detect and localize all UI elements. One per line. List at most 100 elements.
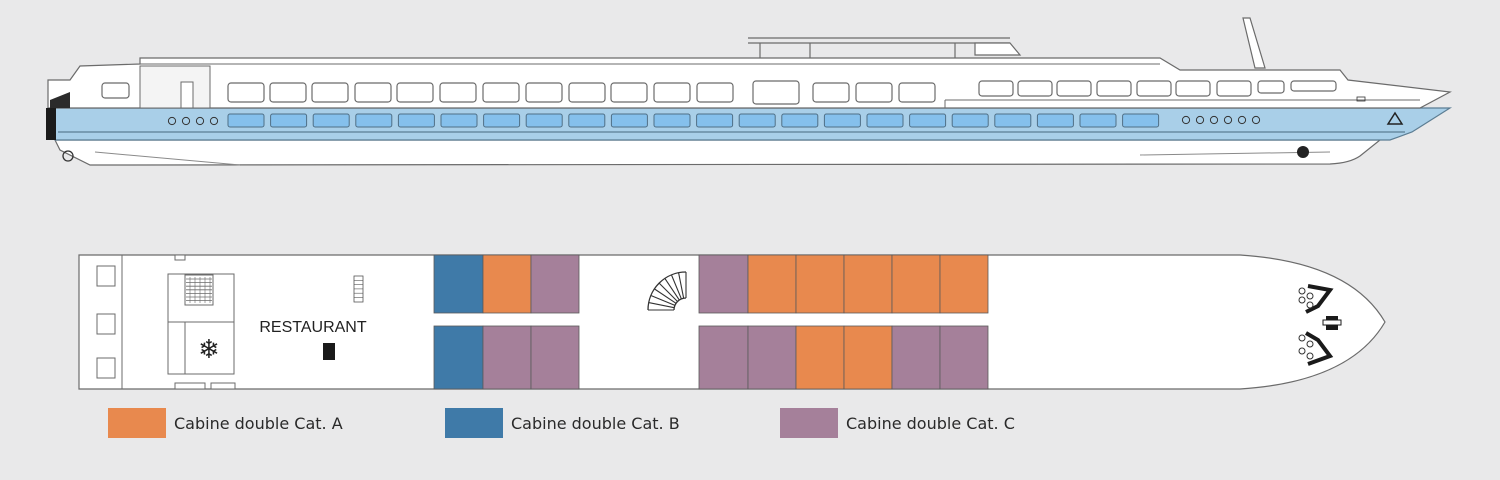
cabin-bottom-cat-c — [530, 325, 580, 390]
cabin-bottom-cat-c — [698, 325, 749, 390]
buffet-rack — [353, 275, 364, 303]
upper-window — [978, 80, 1014, 97]
upper-window — [269, 82, 307, 103]
lower-window — [270, 113, 308, 128]
snowflake-icon: ❄ — [198, 335, 220, 365]
stair-tread — [648, 302, 675, 309]
lower-window — [610, 113, 648, 128]
lower-window — [525, 113, 563, 128]
galley — [167, 254, 236, 390]
cabin-top-cat-a — [843, 254, 893, 314]
legend-item-cat-b: Cabine double Cat. B — [445, 407, 680, 439]
cabin-top-cat-a — [939, 254, 989, 314]
stair-tread — [654, 288, 677, 304]
stair-inner — [673, 297, 687, 311]
porthole — [209, 116, 219, 126]
restaurant-label: RESTAURANT — [259, 319, 366, 336]
upper-window — [1257, 80, 1285, 94]
stair-tread — [658, 282, 678, 302]
lower-window — [823, 113, 861, 128]
upper-window — [1096, 80, 1132, 97]
legend-label-cat-b: Cabine double Cat. B — [511, 413, 680, 433]
legend-item-cat-a: Cabine double Cat. A — [108, 407, 343, 439]
porthole — [1209, 115, 1219, 125]
lower-window — [483, 113, 521, 128]
legend-swatch-cat-b — [445, 408, 503, 438]
upper-window — [898, 82, 936, 103]
cabin-top-cat-b — [433, 254, 484, 314]
stair-tread — [678, 272, 685, 299]
legend-swatch-cat-a — [108, 408, 166, 438]
cabin-top-cat-a — [747, 254, 797, 314]
upper-window — [653, 82, 691, 103]
legend-label-cat-a: Cabine double Cat. A — [174, 413, 343, 433]
cabin-bottom-cat-c — [939, 325, 989, 390]
cabin-bottom-cat-c — [891, 325, 941, 390]
upper-window — [1136, 80, 1172, 97]
upper-window — [396, 82, 434, 103]
cabin-top-cat-a — [795, 254, 845, 314]
mast — [1242, 17, 1266, 69]
ship-side-view — [46, 17, 1453, 166]
legend-label-cat-c: Cabine double Cat. C — [846, 413, 1015, 433]
lower-window — [397, 113, 435, 128]
upper-window — [354, 82, 392, 103]
lower-window — [866, 113, 904, 128]
upper-windows — [227, 80, 1337, 105]
lower-window — [738, 113, 776, 128]
upper-window — [812, 82, 850, 103]
porthole — [1251, 115, 1261, 125]
upper-window — [855, 82, 893, 103]
upper-window — [525, 82, 563, 103]
upper-window — [311, 82, 349, 103]
porthole — [167, 116, 177, 126]
bow-equipment — [1298, 284, 1342, 366]
lower-window — [355, 113, 393, 128]
upper-window — [696, 82, 734, 103]
galley-stairs — [186, 277, 212, 303]
upper-window — [1290, 80, 1337, 92]
stair-tread — [670, 274, 682, 300]
cabin-bottom-cat-a — [843, 325, 893, 390]
cabin-bottom-cat-c — [747, 325, 797, 390]
lower-window — [994, 113, 1032, 128]
upper-window — [752, 80, 800, 105]
upper-window — [1056, 80, 1092, 97]
porthole — [195, 116, 205, 126]
lower-window — [227, 113, 265, 128]
upper-window — [1017, 80, 1053, 97]
upper-window — [482, 82, 520, 103]
lower-window — [696, 113, 734, 128]
upper-window — [1175, 80, 1211, 97]
porthole — [1195, 115, 1205, 125]
cabin-top-cat-a — [482, 254, 532, 314]
anchor-icon — [1297, 146, 1309, 158]
cabin-top-cat-c — [530, 254, 580, 314]
propeller-icon — [62, 150, 74, 162]
lower-window — [1122, 113, 1160, 128]
spiral-staircase — [647, 271, 687, 311]
porthole — [1223, 115, 1233, 125]
lower-window — [951, 113, 989, 128]
sun-deck-railing — [748, 37, 1022, 58]
lower-window — [909, 113, 947, 128]
lower-window — [1079, 113, 1117, 128]
porthole — [1237, 115, 1247, 125]
upper-window — [439, 82, 477, 103]
stair-tread — [650, 294, 676, 306]
lower-window — [781, 113, 819, 128]
deck-outline — [78, 254, 1386, 390]
legend-item-cat-c: Cabine double Cat. C — [780, 407, 1015, 439]
upper-window — [1216, 80, 1252, 97]
cabin-bottom-cat-b — [433, 325, 484, 390]
cabin-top-cat-c — [698, 254, 749, 314]
restaurant-column — [323, 343, 335, 360]
portholes — [167, 115, 1261, 126]
lower-windows — [227, 113, 1160, 128]
stair-tread — [664, 278, 680, 301]
legend-swatch-cat-c — [780, 408, 838, 438]
cabins — [433, 254, 989, 390]
cabin-bottom-cat-a — [795, 325, 845, 390]
lower-window — [440, 113, 478, 128]
deck-plan: ❄ RESTAURANT — [78, 254, 1386, 390]
